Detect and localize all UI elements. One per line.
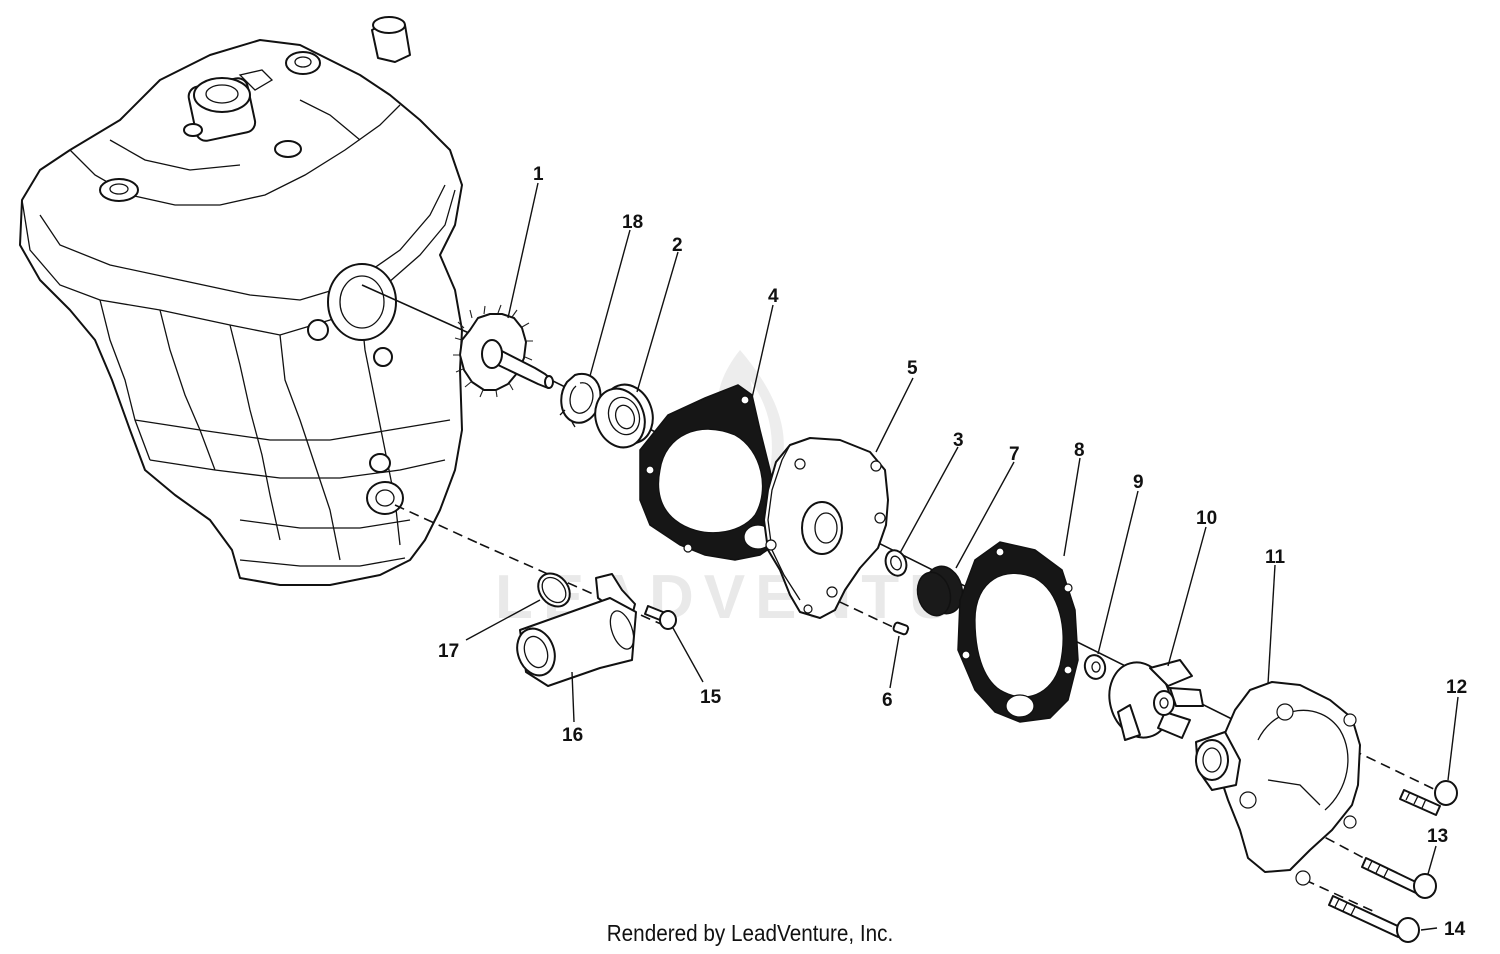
callout-1: 1 — [533, 164, 544, 185]
part-17-o-ring — [537, 572, 571, 608]
part-11-water-pump-cover — [1195, 681, 1361, 886]
callout-labels: 1 2 3 4 5 6 7 8 9 10 11 12 13 14 15 16 1… — [438, 164, 1467, 940]
part-18-snap-ring — [559, 372, 602, 428]
part-8-gasket — [957, 541, 1079, 723]
callout-11: 11 — [1265, 547, 1286, 568]
part-2-bearing — [594, 383, 654, 449]
callout-12: 12 — [1446, 677, 1467, 698]
callout-8: 8 — [1074, 440, 1085, 461]
part-5-pump-plate — [763, 437, 889, 619]
callout-4: 4 — [768, 286, 779, 307]
callout-7: 7 — [1009, 444, 1020, 465]
part-6-dowel-pin — [892, 621, 910, 636]
callout-10: 10 — [1196, 508, 1217, 529]
callout-2: 2 — [672, 235, 683, 256]
callout-5: 5 — [907, 358, 918, 379]
callout-15: 15 — [700, 687, 722, 708]
callout-14: 14 — [1444, 919, 1466, 940]
part-4-gasket — [639, 384, 783, 561]
callout-16: 16 — [562, 725, 583, 746]
part-7-mechanical-seal — [916, 565, 964, 617]
part-9-washer — [1083, 654, 1107, 680]
callout-3: 3 — [953, 430, 964, 451]
part-1-pump-drive-gear — [453, 304, 554, 398]
callout-18: 18 — [622, 212, 643, 233]
render-credit-footer: Rendered by LeadVenture, Inc. — [606, 920, 894, 946]
callout-6: 6 — [882, 690, 893, 711]
callout-13: 13 — [1427, 826, 1448, 847]
part-12-bolt — [1399, 780, 1458, 816]
part-14-bolt — [1328, 895, 1420, 943]
part-15-bolt — [644, 605, 677, 630]
callout-leader-lines — [465, 182, 1459, 931]
engine-block — [19, 16, 463, 586]
callout-17: 17 — [438, 641, 459, 662]
part-3-seal-ring — [884, 549, 908, 577]
callout-9: 9 — [1133, 472, 1144, 493]
part-10-impeller — [1108, 659, 1204, 741]
part-16-outlet-fitting — [516, 573, 637, 687]
part-13-bolt — [1361, 857, 1437, 899]
